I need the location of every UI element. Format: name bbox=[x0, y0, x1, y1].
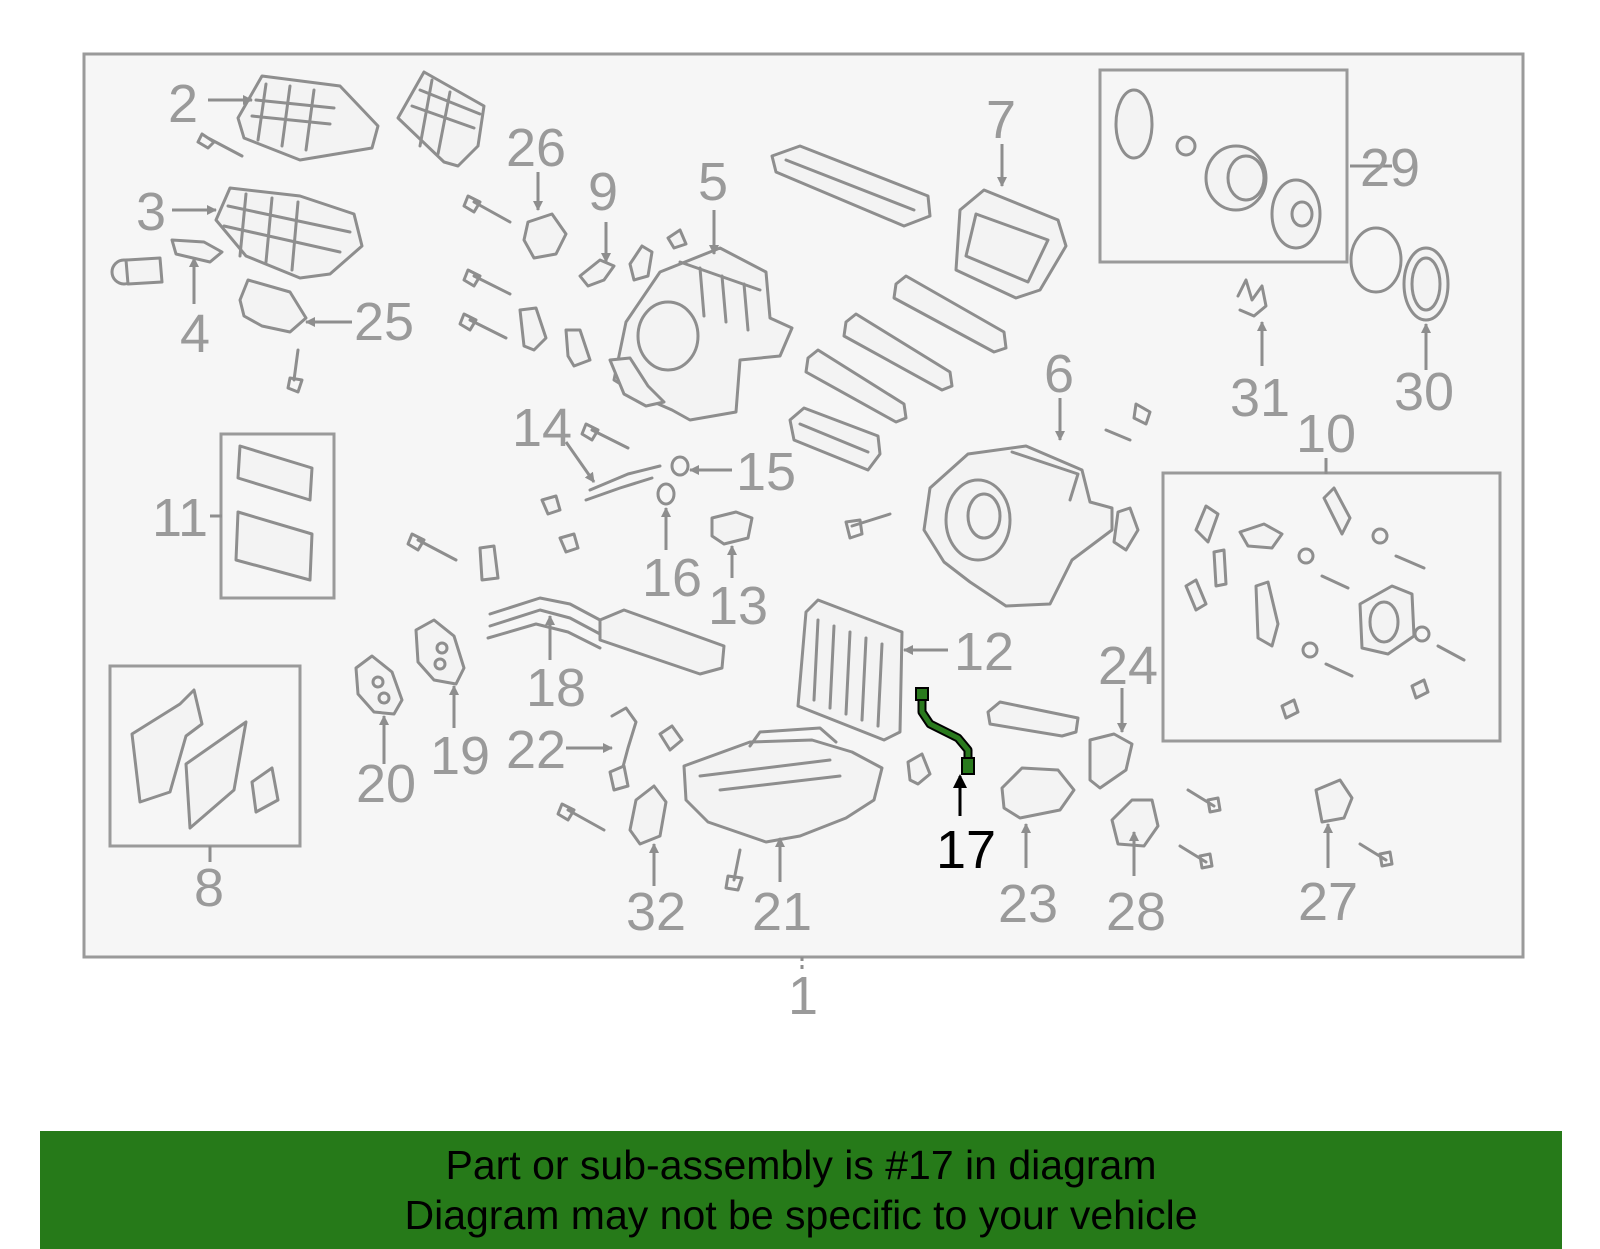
callout-23: 23 bbox=[998, 874, 1058, 934]
callout-13: 13 bbox=[708, 576, 768, 636]
callout-30: 30 bbox=[1394, 362, 1454, 422]
part-2-housing bbox=[236, 74, 380, 162]
leader-lines bbox=[172, 95, 1431, 970]
callout-14: 14 bbox=[512, 398, 572, 458]
group-box-8 bbox=[108, 664, 302, 848]
part-actuator-small bbox=[110, 256, 164, 286]
callout-6: 6 bbox=[1044, 344, 1074, 404]
part-18-heater-core bbox=[486, 596, 726, 676]
part-bracket-mid bbox=[906, 752, 932, 786]
part-23-duct bbox=[1000, 766, 1076, 820]
callout-32: 32 bbox=[626, 882, 686, 942]
part-5-case bbox=[608, 246, 794, 422]
part-9-clip bbox=[578, 258, 616, 288]
part-29-blower bbox=[1114, 88, 1322, 250]
callout-labels: 2 3 4 25 26 9 5 7 29 6 31 30 10 14 15 11… bbox=[136, 74, 1454, 1026]
part-door-plates bbox=[788, 274, 1008, 472]
part-seal-small bbox=[518, 228, 688, 368]
callout-1: 1 bbox=[788, 966, 818, 1026]
callout-26: 26 bbox=[506, 118, 566, 178]
part-22-pipe bbox=[608, 706, 684, 792]
callout-22: 22 bbox=[506, 720, 566, 780]
part-bracket-small bbox=[478, 544, 500, 582]
callout-9: 9 bbox=[588, 162, 618, 222]
part-28-actuator bbox=[1110, 798, 1160, 848]
callout-21: 21 bbox=[752, 882, 812, 942]
part-10-components bbox=[1184, 486, 1466, 720]
part-3-case bbox=[214, 186, 364, 280]
callout-10: 10 bbox=[1296, 404, 1356, 464]
callout-3: 3 bbox=[136, 182, 166, 242]
part-25-motor bbox=[238, 278, 308, 394]
part-7-pad bbox=[954, 188, 1068, 300]
callout-28: 28 bbox=[1106, 882, 1166, 942]
part-screws-lower bbox=[1178, 788, 1394, 870]
callout-12: 12 bbox=[954, 622, 1014, 682]
group-box-10 bbox=[1161, 471, 1502, 743]
banner-line-2: Diagram may not be specific to your vehi… bbox=[404, 1192, 1198, 1238]
part-6-case bbox=[844, 402, 1152, 608]
callout-7: 7 bbox=[986, 90, 1016, 150]
part-19-plate bbox=[414, 618, 466, 686]
callout-25: 25 bbox=[354, 292, 414, 352]
part-21-lower-case bbox=[682, 726, 884, 892]
callout-8: 8 bbox=[194, 858, 224, 918]
callout-20: 20 bbox=[356, 754, 416, 814]
callout-29: 29 bbox=[1360, 138, 1420, 198]
callout-31: 31 bbox=[1230, 368, 1290, 428]
callout-2: 2 bbox=[168, 74, 198, 134]
part-27-actuator bbox=[1314, 778, 1354, 824]
callout-17-highlighted: 17 bbox=[936, 820, 996, 880]
callout-18: 18 bbox=[526, 658, 586, 718]
part-info-banner: Part or sub-assembly is #17 in diagram D… bbox=[40, 1131, 1562, 1249]
part-bolt-a bbox=[196, 132, 244, 158]
part-15-oring bbox=[670, 455, 690, 477]
part-4-link bbox=[170, 238, 224, 264]
part-filter-grille bbox=[396, 70, 486, 168]
part-26-actuator bbox=[522, 212, 568, 260]
callout-24: 24 bbox=[1098, 636, 1158, 696]
part-24-duct bbox=[986, 700, 1134, 790]
banner-line-1: Part or sub-assembly is #17 in diagram bbox=[445, 1142, 1157, 1188]
part-12-evaporator bbox=[796, 598, 904, 742]
part-32-valve bbox=[628, 784, 668, 846]
callout-5: 5 bbox=[698, 152, 728, 212]
part-14-pipe bbox=[540, 464, 662, 554]
callout-11: 11 bbox=[152, 488, 208, 548]
part-bolts-column bbox=[406, 194, 630, 832]
parts-diagram: 2 3 4 25 26 9 5 7 29 6 31 30 10 14 15 11… bbox=[82, 52, 1525, 1026]
part-20-plate bbox=[354, 654, 404, 716]
callout-27: 27 bbox=[1298, 872, 1358, 932]
callout-15: 15 bbox=[736, 442, 796, 502]
callout-4: 4 bbox=[180, 304, 210, 364]
group-box-29 bbox=[1098, 68, 1349, 264]
callout-16: 16 bbox=[642, 548, 702, 608]
part-31-spring bbox=[1236, 278, 1268, 318]
callout-19: 19 bbox=[430, 726, 490, 786]
part-11-filters bbox=[234, 444, 314, 582]
part-17-highlighted-pipe bbox=[915, 687, 975, 775]
part-7-filter bbox=[770, 144, 932, 228]
part-13-sensor bbox=[710, 510, 754, 546]
part-30-rings bbox=[1349, 226, 1450, 322]
part-8-seals bbox=[130, 688, 280, 830]
part-16-oring bbox=[656, 482, 676, 506]
